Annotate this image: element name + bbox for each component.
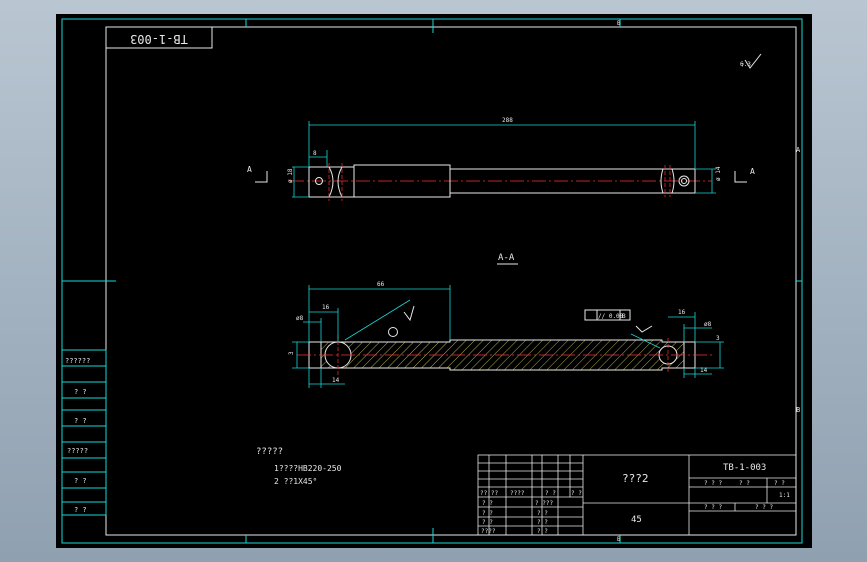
side-label-3: ? ?: [74, 417, 87, 425]
tb-left-1: ? ?: [482, 500, 493, 507]
title-block: [477, 454, 797, 536]
tb-right-2: ? ?: [739, 480, 750, 487]
section-marker-left: A: [247, 165, 252, 174]
zone-letter-right2: B: [796, 406, 800, 414]
side-label-2: ? ?: [74, 388, 87, 396]
side-table: [61, 349, 107, 516]
tech-note-2: 2 ??1X45°: [274, 477, 317, 486]
zone-letter-top: B: [617, 20, 621, 27]
zone-letter-right: A: [796, 146, 801, 154]
section-view[interactable]: 66 16 ø8 3 14 16 ø8 3 14 // 0.08 B: [288, 281, 724, 388]
svg-text:6.3: 6.3: [740, 61, 751, 68]
svg-text:? ?: ? ?: [537, 519, 548, 526]
dim-top-length: 288: [502, 117, 513, 124]
part-name: ???2: [622, 472, 649, 485]
tb-row-2: ????: [510, 490, 525, 497]
dim-section-16a: 16: [322, 304, 330, 311]
tb-left-3: ? ?: [482, 519, 493, 526]
top-right-hole: [678, 175, 690, 187]
tb-row-4: ? ?: [571, 490, 582, 497]
tb-left-2: ? ?: [482, 510, 493, 517]
tb-right-4: ? ? ?: [704, 504, 722, 511]
zone-ticks: [62, 19, 802, 543]
svg-text:? ?: ? ?: [537, 510, 548, 517]
tolerance-datum: B: [622, 313, 626, 320]
dim-section-8b: ø8: [704, 321, 712, 328]
dim-section-16b: 16: [678, 309, 686, 316]
roughness-symbol: 6.3 ?: [740, 53, 762, 69]
tech-note-1: 1????HB220-250: [274, 464, 342, 473]
datum-circle: [388, 327, 398, 337]
svg-text:? ?: ? ?: [537, 528, 548, 535]
dim-section-14: 14: [332, 377, 340, 384]
side-label-6: ? ?: [74, 506, 87, 514]
dim-section-3b: 3: [716, 335, 720, 342]
part-number: TB-1-003: [723, 463, 766, 473]
side-label-5: ? ?: [74, 477, 87, 485]
part-number-mirror: TB-1-003: [130, 32, 188, 46]
section-marker-right: A: [750, 167, 755, 176]
part-number-box-top: [105, 26, 213, 49]
tb-right-3: ? ?: [774, 480, 785, 487]
dim-section-14b: 14: [700, 367, 708, 374]
dim-left-small: 8: [313, 150, 317, 157]
top-left-hole: [315, 177, 323, 185]
sheet-background: [56, 14, 812, 548]
tech-title: ?????: [256, 447, 283, 457]
material: 45: [631, 515, 642, 525]
svg-text:?: ?: [741, 63, 744, 69]
tolerance-frame: [584, 309, 631, 321]
tb-left-4: ????: [481, 528, 496, 535]
svg-text:? ???: ? ???: [535, 500, 553, 507]
tb-row-3: ? ?: [545, 490, 556, 497]
dim-section-8a: ø8: [296, 315, 304, 322]
tb-scale: 1:1: [779, 492, 790, 499]
tolerance-value: // 0.08: [598, 313, 624, 320]
dim-section-length: 66: [377, 281, 385, 288]
dim-section-3: 3: [288, 351, 295, 355]
top-view[interactable]: 288 8 ø 18 ø 14 A A: [247, 117, 755, 201]
tb-right-1: ? ? ?: [704, 480, 722, 487]
tb-row-1: ?? ??: [480, 490, 498, 497]
section-title: A-A: [498, 253, 515, 263]
dim-right-height: ø 14: [715, 166, 722, 181]
top-rod: [449, 168, 696, 194]
dim-left-height: ø 18: [287, 168, 294, 183]
tb-right-5: ? ? ?: [755, 504, 773, 511]
side-label-4: ?????: [67, 447, 88, 455]
side-label-1: ??????: [65, 357, 90, 365]
zone-letter-bottom: B: [617, 536, 621, 543]
